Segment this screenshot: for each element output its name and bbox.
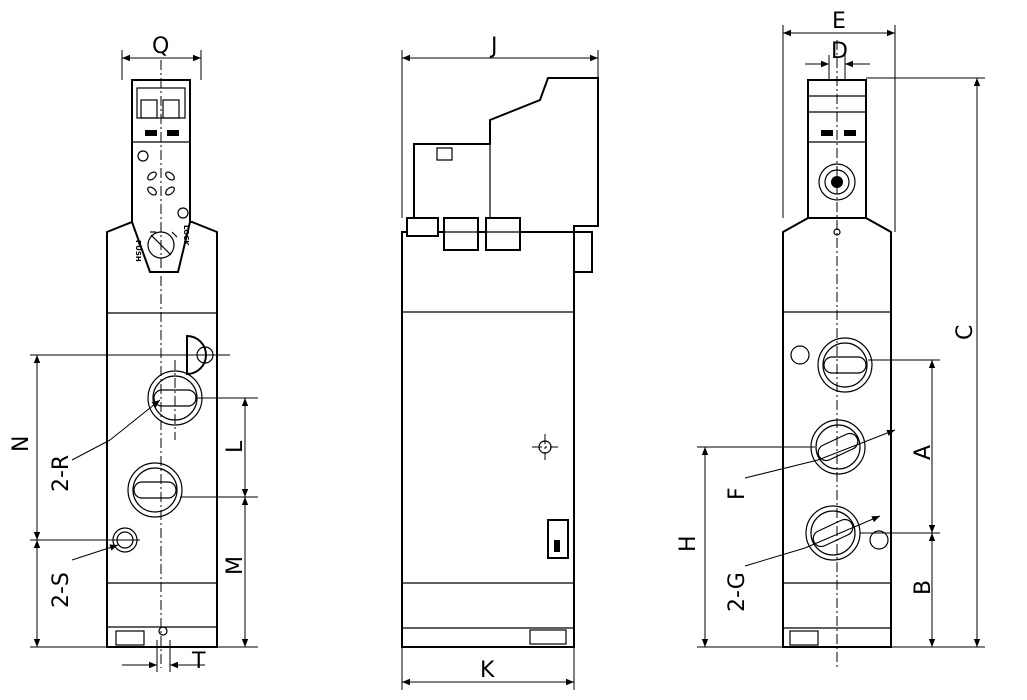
dim-label-a: A — [911, 445, 936, 460]
label-push: PUSH — [134, 240, 142, 262]
dim-label-k: K — [480, 658, 495, 683]
dim-label-b: B — [911, 580, 936, 595]
front-view: PUSH LOCK Q N L M — [9, 34, 258, 674]
dim-label-m: M — [223, 556, 248, 575]
dim-label-h: H — [676, 535, 701, 552]
dim-label-l: L — [223, 440, 248, 453]
dim-label-j: J — [489, 34, 498, 59]
dim-label-n: N — [9, 436, 34, 452]
dim-label-f: F — [725, 487, 750, 500]
dim-label-d: D — [831, 39, 848, 64]
screw-icon — [137, 150, 149, 162]
cable-gland-icon — [818, 163, 856, 201]
dim-label-2g: 2-G — [725, 572, 750, 612]
dim-label-2r: 2-R — [49, 455, 74, 492]
dim-label-q: Q — [152, 34, 169, 59]
label-lock: LOCK — [182, 225, 190, 246]
dim-label-t: T — [191, 649, 206, 674]
rear-view: E D C A B H F 2-G — [676, 9, 985, 668]
dim-label-c: C — [953, 325, 978, 340]
dim-label-e: E — [832, 9, 846, 34]
dim-label-2s: 2-S — [49, 572, 74, 608]
side-view: J K — [401, 34, 599, 690]
screw-icon — [177, 207, 189, 219]
